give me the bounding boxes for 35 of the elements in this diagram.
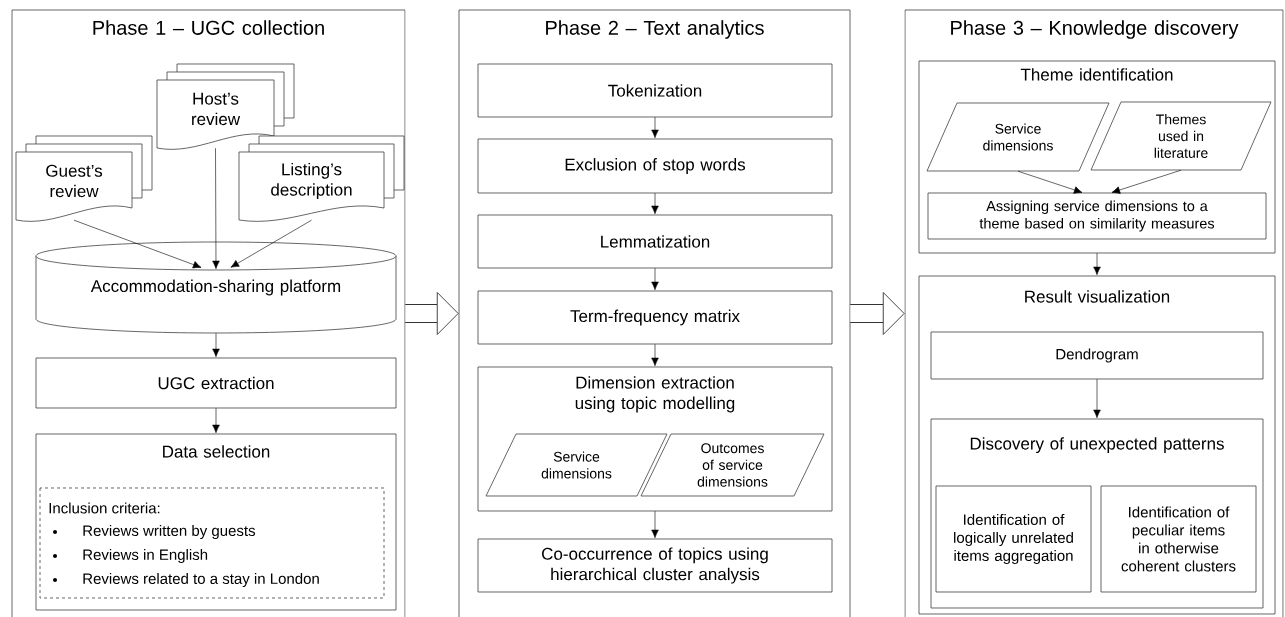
arrow — [1111, 169, 1182, 194]
input-parallelogram: Outcomes of service dimensions — [640, 433, 825, 497]
process-box: UGC extraction — [35, 357, 397, 409]
arrow — [212, 332, 220, 358]
block-arrow — [405, 292, 459, 335]
input-parallelogram: Service dimensions — [926, 102, 1110, 172]
document-stack: Host’s review — [156, 63, 295, 150]
criteria-box: Inclusion criteria: Reviews written by guests Reviews in English Reviews related to a stay in London — [39, 487, 385, 599]
arrow — [73, 219, 202, 269]
process-box: Co-occurrence of topics using hierarchical cluster analysis — [477, 538, 833, 593]
process-box: Identification of peculiar items in otherwise coherent clusters — [1100, 485, 1257, 593]
arrow — [230, 219, 312, 268]
arrow — [651, 343, 659, 367]
arrow — [212, 147, 220, 270]
arrow — [651, 192, 659, 215]
arrow — [212, 407, 220, 434]
input-parallelogram: Themes used in literature — [1090, 101, 1272, 171]
process-box: Term-frequency matrix — [477, 290, 833, 345]
arrow — [651, 267, 659, 291]
process-box: Identification of logically unrelated items aggregation — [935, 485, 1092, 593]
process-box: Assigning service dimensions to a theme based on similarity measures — [927, 192, 1267, 240]
process-box: Tokenization — [477, 63, 833, 118]
process-box: Dendrogram — [930, 331, 1264, 380]
arrow — [651, 510, 659, 539]
arrow — [1017, 170, 1083, 194]
arrow — [1093, 252, 1101, 276]
arrow — [1093, 378, 1101, 419]
process-box: Lemmatization — [477, 214, 833, 269]
arrow — [651, 116, 659, 139]
document-stack: Listing’s description — [238, 135, 405, 222]
process-box: Exclusion of stop words — [477, 138, 833, 194]
block-arrow — [850, 292, 905, 335]
database-cylinder: Accommodation-sharing platform — [35, 241, 397, 334]
input-parallelogram: Service dimensions — [485, 433, 668, 497]
document-stack: Guest’s review — [15, 135, 153, 222]
